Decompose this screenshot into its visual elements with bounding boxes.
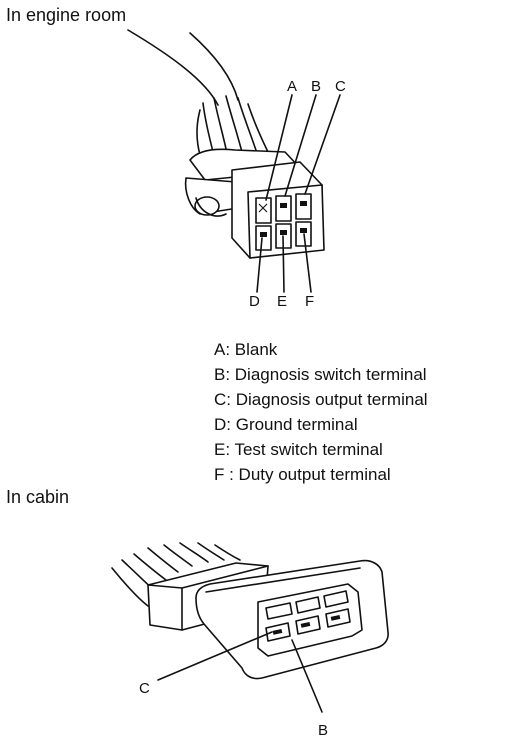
cabin-terminal-b-pin xyxy=(300,622,311,628)
terminal-a-pin xyxy=(258,203,268,213)
leader-f xyxy=(303,233,312,293)
leader-b xyxy=(284,94,317,197)
engine-room-connector: A B C D E F xyxy=(127,29,346,310)
cabin-title: In cabin xyxy=(6,487,69,507)
cabin-terminal-slot xyxy=(323,590,349,608)
label-cabin-c: C xyxy=(139,680,150,697)
leader-a xyxy=(265,94,293,201)
legend-item: D: Ground terminal xyxy=(214,415,358,434)
harness-wire-2 xyxy=(189,32,239,101)
leader-c xyxy=(304,94,341,195)
legend-item: B: Diagnosis switch terminal xyxy=(214,365,427,384)
cabin-wire-3 xyxy=(133,553,167,581)
cabin-terminal-slot xyxy=(295,596,321,614)
terminal-e-pin xyxy=(280,230,287,235)
cabin-wire-7 xyxy=(197,542,225,561)
label-a: A xyxy=(287,78,297,95)
cabin-terminal-pin xyxy=(330,615,341,621)
terminal-d-cavity xyxy=(255,225,272,251)
cabin-terminal-slot xyxy=(265,602,293,620)
label-f: F xyxy=(305,293,314,310)
leader-d xyxy=(256,237,263,293)
terminal-f-pin xyxy=(300,228,307,233)
cabin-wire-5 xyxy=(163,544,193,567)
connector-clip xyxy=(194,196,220,216)
cabin-connector: C B xyxy=(111,542,389,739)
engine-room-title: In engine room xyxy=(6,5,126,25)
terminal-c-pin xyxy=(300,201,307,206)
harness-wire-8 xyxy=(196,109,201,156)
legend-item: F : Duty output terminal xyxy=(214,465,391,484)
harness-wire-7 xyxy=(247,103,271,157)
label-c: C xyxy=(335,78,346,95)
terminal-b-cavity xyxy=(275,195,292,222)
leader-e xyxy=(282,235,285,293)
legend-item: C: Diagnosis output terminal xyxy=(214,390,428,409)
terminal-b-pin xyxy=(280,203,287,208)
cabin-wire-1 xyxy=(111,567,149,607)
terminal-legend: A: Blank B: Diagnosis switch terminal C:… xyxy=(214,340,428,484)
label-b: B xyxy=(311,78,321,95)
cabin-wire-4 xyxy=(147,547,179,573)
label-e: E xyxy=(277,293,287,310)
leader-cabin-c xyxy=(157,631,273,681)
cabin-wire-8 xyxy=(214,544,241,561)
legend-item: E: Test switch terminal xyxy=(214,440,383,459)
label-d: D xyxy=(249,293,260,310)
cabin-connector-top-edge xyxy=(205,567,361,593)
terminal-c-cavity xyxy=(295,193,312,220)
harness-wire-1 xyxy=(127,29,219,106)
cabin-wire-6 xyxy=(179,542,209,563)
leader-cabin-b xyxy=(291,639,323,713)
terminal-d-pin xyxy=(260,232,267,237)
connector-clip-edge xyxy=(195,197,227,217)
legend-item: A: Blank xyxy=(214,340,278,359)
cabin-terminal-c-pin xyxy=(272,629,283,635)
terminal-a-cavity xyxy=(255,197,272,224)
label-cabin-b: B xyxy=(318,722,328,739)
